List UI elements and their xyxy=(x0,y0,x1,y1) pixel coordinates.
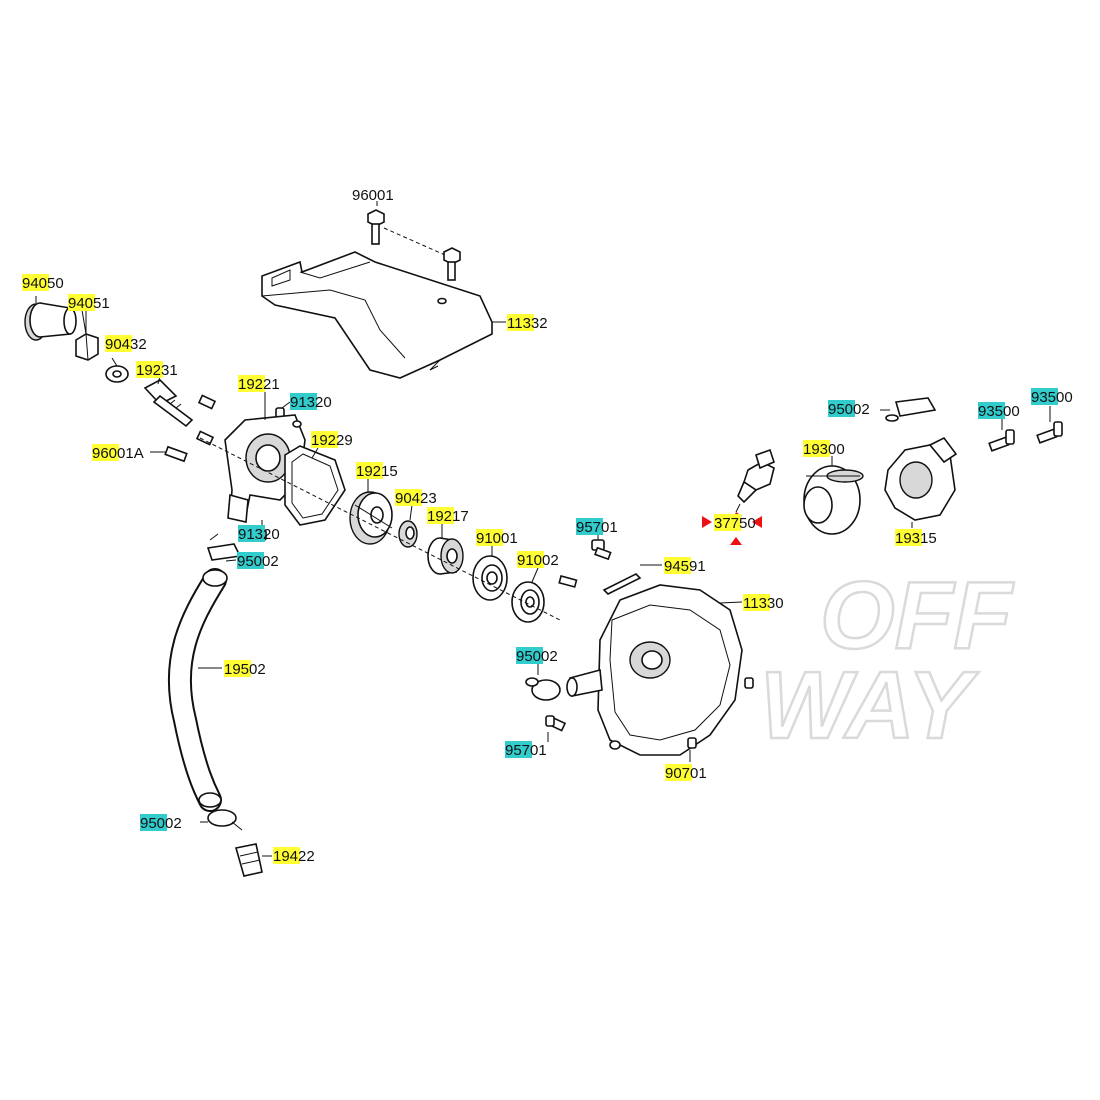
label-37750[interactable]: 37750 xyxy=(714,514,756,532)
hose-19502-drawing xyxy=(167,568,228,812)
label-95701-b[interactable]: 95701 xyxy=(505,741,547,759)
label-93500-a[interactable]: 93500 xyxy=(978,402,1020,420)
clamp-95002-c-drawing xyxy=(525,677,561,701)
label-96001A[interactable]: 96001A xyxy=(92,444,144,462)
label-95002-a[interactable]: 95002 xyxy=(237,552,279,570)
cover-11332-drawing xyxy=(261,251,493,379)
watermark-line2: WAY xyxy=(760,652,980,759)
label-95002-b[interactable]: 95002 xyxy=(516,647,558,665)
label-19229[interactable]: 19229 xyxy=(311,431,353,449)
bolt-96001-b-drawing xyxy=(443,247,461,281)
svg-text:91320: 91320 xyxy=(290,394,332,411)
bearing-91002-drawing xyxy=(511,581,545,623)
svg-text:19300: 19300 xyxy=(803,441,845,458)
mech-seal-19217-drawing xyxy=(427,537,464,575)
label-19231[interactable]: 19231 xyxy=(136,361,178,379)
svg-text:95002: 95002 xyxy=(237,553,279,570)
label-91320-a[interactable]: 91320 xyxy=(290,393,332,411)
svg-text:19215: 19215 xyxy=(356,463,398,480)
washer-90432-drawing xyxy=(105,365,129,383)
svg-text:19502: 19502 xyxy=(224,661,266,678)
svg-text:95002: 95002 xyxy=(516,648,558,665)
label-19422[interactable]: 19422 xyxy=(273,847,315,865)
svg-text:11332: 11332 xyxy=(507,315,548,332)
shaft-19231-drawing xyxy=(143,379,194,428)
label-19300[interactable]: 19300 xyxy=(803,440,845,458)
label-94050[interactable]: 94050 xyxy=(22,274,64,292)
svg-text:19217: 19217 xyxy=(427,508,469,525)
svg-text:96001: 96001 xyxy=(352,187,394,204)
thermostat-19300-drawing xyxy=(803,465,864,535)
bearing-91001-drawing xyxy=(472,555,508,601)
bolt-93500-a-drawing xyxy=(988,429,1015,452)
temp-sensor-37750-drawing xyxy=(732,448,775,520)
label-91002[interactable]: 91002 xyxy=(517,551,559,569)
svg-text:95002: 95002 xyxy=(828,401,870,418)
label-94591[interactable]: 94591 xyxy=(664,557,706,575)
red-marker-icon xyxy=(702,516,762,545)
fitting-19422-drawing xyxy=(234,843,263,877)
label-95002-d[interactable]: 95002 xyxy=(828,400,870,418)
label-11332[interactable]: 11332 xyxy=(507,314,548,332)
watermark-logo: OFF WAY xyxy=(759,561,1016,761)
svg-text:94051: 94051 xyxy=(68,295,110,312)
svg-text:93500: 93500 xyxy=(1031,389,1073,406)
svg-text:95701: 95701 xyxy=(505,742,547,759)
bolt-95701-b-drawing xyxy=(545,715,567,732)
clamp-95002-d-drawing xyxy=(885,397,937,422)
label-96001[interactable]: 96001 xyxy=(352,187,394,204)
label-19502[interactable]: 19502 xyxy=(224,660,266,678)
svg-text:19231: 19231 xyxy=(136,362,178,379)
clamp-95002-a-drawing xyxy=(206,533,242,561)
assembly-axis-line xyxy=(199,437,561,621)
svg-text:90432: 90432 xyxy=(105,336,147,353)
bolt-96001-a-drawing xyxy=(367,209,446,256)
svg-text:95002: 95002 xyxy=(140,815,182,832)
pin-94591-drawing xyxy=(602,573,642,595)
svg-text:11330: 11330 xyxy=(743,595,784,612)
part-labels: 96001 11332 94050 94051 90432 19231 xyxy=(22,187,1073,865)
impeller-19215-drawing xyxy=(349,491,393,545)
watermark-line1: OFF xyxy=(820,562,1014,669)
svg-text:90701: 90701 xyxy=(665,765,707,782)
bolt-93500-b-drawing xyxy=(1036,421,1063,444)
label-94051[interactable]: 94051 xyxy=(68,294,110,312)
svg-text:91320: 91320 xyxy=(238,526,280,543)
label-19315[interactable]: 19315 xyxy=(895,529,937,547)
nut-94051-drawing xyxy=(75,309,99,361)
label-90701[interactable]: 90701 xyxy=(665,764,707,782)
label-90423[interactable]: 90423 xyxy=(395,489,437,507)
label-19215[interactable]: 19215 xyxy=(356,462,398,480)
svg-text:93500: 93500 xyxy=(978,403,1020,420)
label-91001[interactable]: 91001 xyxy=(476,529,518,547)
svg-text:91002: 91002 xyxy=(517,552,559,569)
label-95701-a[interactable]: 95701 xyxy=(576,518,618,536)
clamp-95002-b-drawing xyxy=(207,809,243,831)
svg-text:19422: 19422 xyxy=(273,848,315,865)
svg-text:90423: 90423 xyxy=(395,490,437,507)
label-93500-b[interactable]: 93500 xyxy=(1031,388,1073,406)
svg-text:37750: 37750 xyxy=(714,515,756,532)
svg-text:19229: 19229 xyxy=(311,432,353,449)
svg-text:95701: 95701 xyxy=(576,519,618,536)
label-95002-c[interactable]: 95002 xyxy=(140,814,182,832)
bolt-95701-a-drawing xyxy=(558,539,612,588)
svg-text:96001A: 96001A xyxy=(92,445,144,462)
svg-text:91001: 91001 xyxy=(476,530,518,547)
svg-text:94050: 94050 xyxy=(22,275,64,292)
label-91320-b[interactable]: 91320 xyxy=(238,525,280,543)
svg-text:94591: 94591 xyxy=(664,558,706,575)
thermostat-cover-19315-drawing xyxy=(884,436,958,521)
label-19217[interactable]: 19217 xyxy=(427,507,469,525)
pump-body-11330-drawing xyxy=(566,584,754,756)
gasket-19229-drawing xyxy=(284,445,346,526)
label-11330[interactable]: 11330 xyxy=(743,594,784,612)
label-90432[interactable]: 90432 xyxy=(105,335,147,353)
svg-text:19315: 19315 xyxy=(895,530,937,547)
svg-text:19221: 19221 xyxy=(238,376,280,393)
label-19221[interactable]: 19221 xyxy=(238,375,280,393)
bolt-small-group-drawing xyxy=(164,394,285,541)
